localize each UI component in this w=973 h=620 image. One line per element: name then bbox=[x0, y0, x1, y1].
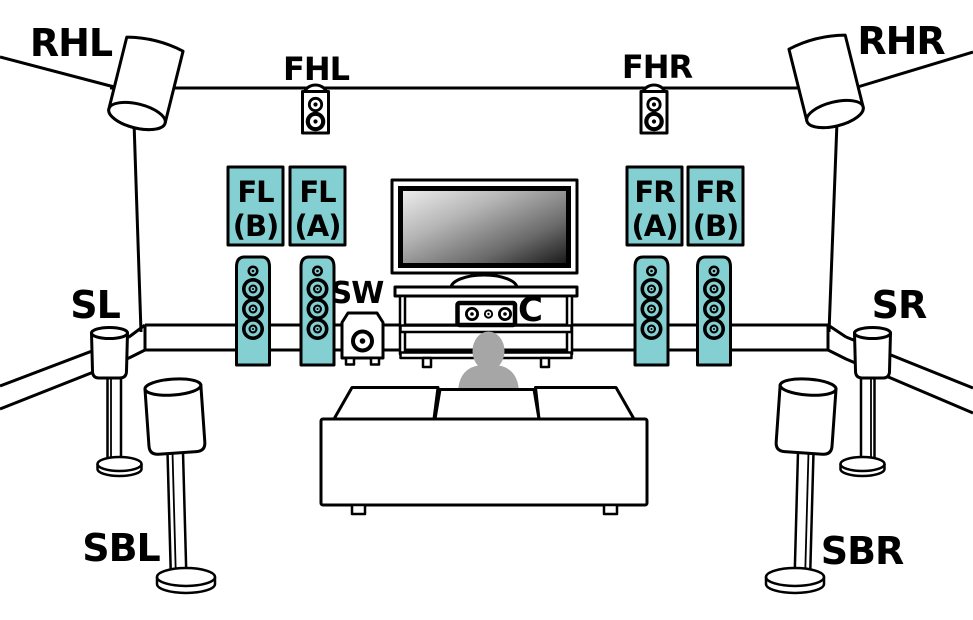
sofa bbox=[319, 386, 649, 516]
label-sr: SR bbox=[872, 283, 927, 327]
ceiling-left-corner-line bbox=[0, 55, 123, 91]
label-sw: SW bbox=[331, 276, 385, 311]
listener bbox=[458, 331, 519, 392]
subwoofer bbox=[340, 311, 385, 366]
label-rhl: RHL bbox=[30, 21, 113, 65]
front-right-a-tag-label: FR (A) bbox=[632, 175, 679, 243]
tv-stand-neck bbox=[449, 273, 519, 290]
surround-right-speaker bbox=[839, 326, 892, 478]
sofa-cushion-middle bbox=[433, 388, 541, 421]
sofa-cushion-left bbox=[332, 386, 440, 421]
label-rhr: RHR bbox=[857, 19, 945, 63]
sofa-body bbox=[319, 417, 649, 507]
subwoofer-foot-left bbox=[344, 356, 356, 366]
listener-head bbox=[472, 331, 505, 371]
label-fhr: FHR bbox=[622, 48, 693, 86]
fr-a-line1: FR bbox=[634, 175, 675, 209]
wall-right-corner-line bbox=[827, 121, 839, 333]
wall-left-corner-line bbox=[132, 121, 143, 333]
fr-b-line1: FR bbox=[695, 175, 736, 209]
tv-screen bbox=[398, 186, 571, 268]
label-c: C bbox=[518, 290, 542, 330]
label-sbl: SBL bbox=[82, 526, 160, 570]
front-left-b-tower-speaker bbox=[237, 257, 270, 365]
listener-shoulders bbox=[458, 365, 519, 392]
front-height-left-speaker bbox=[301, 83, 330, 135]
front-right-b-tower-speaker bbox=[698, 257, 731, 365]
ceiling-right-corner-line bbox=[850, 50, 973, 91]
rear-height-right-speaker bbox=[786, 30, 868, 135]
front-right-b-tag-label: FR (B) bbox=[693, 175, 740, 243]
center-speaker bbox=[455, 300, 518, 328]
right-baseboard-lines bbox=[826, 323, 973, 415]
front-height-right-speaker bbox=[639, 83, 669, 135]
front-right-a-tower-speaker bbox=[635, 257, 668, 365]
front-left-a-tower-speaker bbox=[301, 257, 334, 365]
rear-height-left-speaker bbox=[104, 32, 186, 137]
subwoofer-foot-right bbox=[369, 356, 381, 366]
label-fhl: FHL bbox=[283, 50, 350, 88]
tv bbox=[390, 178, 579, 290]
front-left-b-tag-label: FL (B) bbox=[233, 175, 280, 243]
surround-left-speaker bbox=[90, 326, 143, 478]
sofa-foot-right bbox=[602, 503, 619, 516]
cabinet-top bbox=[393, 285, 579, 298]
fl-a-line1: FL bbox=[299, 175, 336, 209]
left-baseboard-lines bbox=[0, 323, 147, 411]
cabinet-foot-left bbox=[421, 356, 433, 369]
fl-a-line2: (A) bbox=[295, 209, 341, 243]
fl-b-line1: FL bbox=[237, 175, 274, 209]
front-left-a-tag-label: FL (A) bbox=[295, 175, 342, 243]
fr-a-line2: (A) bbox=[632, 209, 678, 243]
sofa-foot-left bbox=[350, 503, 367, 516]
label-sbr: SBR bbox=[821, 529, 904, 573]
fr-b-line2: (B) bbox=[693, 209, 739, 243]
sofa-cushion-right bbox=[534, 386, 636, 421]
cabinet-foot-right bbox=[539, 356, 551, 369]
fl-b-line2: (B) bbox=[233, 209, 279, 243]
label-sl: SL bbox=[70, 283, 120, 327]
